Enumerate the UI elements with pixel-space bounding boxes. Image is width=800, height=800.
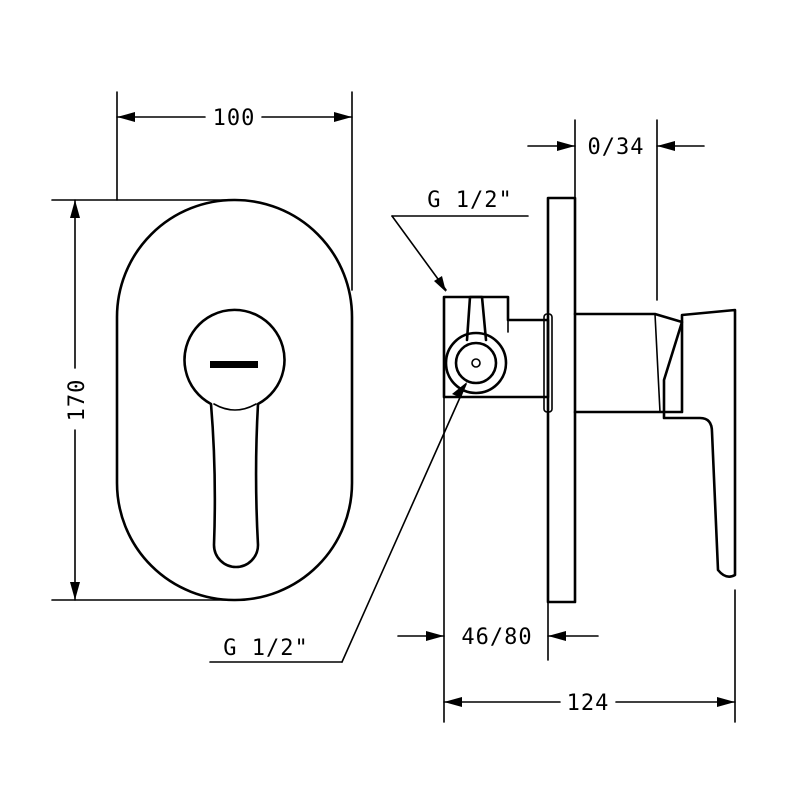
lever-side-profile xyxy=(662,308,737,578)
lever-handle xyxy=(183,308,286,569)
inlet-stem xyxy=(465,295,488,342)
housing-joint xyxy=(654,313,661,413)
inlet-top-leader-diag xyxy=(391,215,447,291)
inlet-inner-ring xyxy=(454,341,498,385)
body-collar xyxy=(543,313,553,413)
cartridge-housing xyxy=(573,312,684,414)
body-arrow-right xyxy=(548,631,566,641)
body-arrow-left xyxy=(426,631,444,641)
height-arrow-bottom xyxy=(70,582,80,600)
valve-body xyxy=(442,295,550,399)
total-arrow-left xyxy=(444,697,462,707)
width-arrow-right xyxy=(334,112,352,122)
depth-arrow-left xyxy=(557,141,575,151)
inlet-bottom-arrow xyxy=(452,382,467,398)
height-label: 170 xyxy=(65,379,90,422)
lever-hub-edge xyxy=(213,403,257,411)
inlet-outer-ring xyxy=(444,331,508,395)
width-arrow-left xyxy=(117,112,135,122)
brand-mark xyxy=(210,361,258,368)
wall-plate xyxy=(546,196,577,604)
total-arrow-right xyxy=(717,697,735,707)
inlet-top-arrow xyxy=(434,276,446,292)
height-arrow-top xyxy=(70,200,80,218)
width-label: 100 xyxy=(213,106,256,131)
inlet-bottom-leader-diag xyxy=(341,383,467,663)
wall-depth-label: 0/34 xyxy=(588,135,645,160)
side-view: 0/34 G 1/2" G 1/2" 46/80 124 xyxy=(209,119,737,723)
front-view: 100 170 xyxy=(51,91,354,602)
total-depth-label: 124 xyxy=(567,691,610,716)
inlet-bottom-label: G 1/2" xyxy=(223,636,308,661)
depth-arrow-right xyxy=(657,141,675,151)
inlet-top-label: G 1/2" xyxy=(427,188,512,213)
inlet-center xyxy=(471,358,481,368)
body-depth-label: 46/80 xyxy=(461,625,532,650)
cover-plate xyxy=(115,198,354,602)
